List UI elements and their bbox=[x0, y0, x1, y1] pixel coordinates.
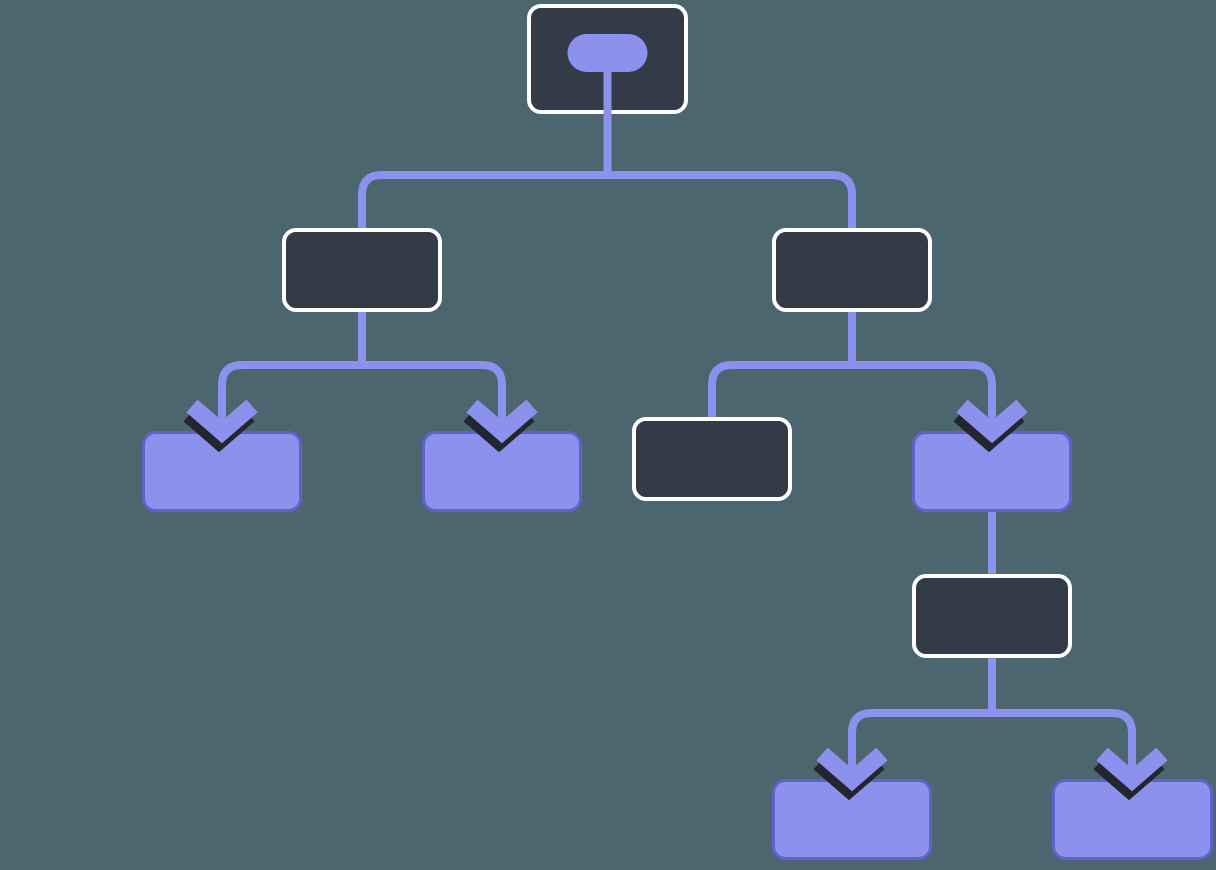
sub-branch-node[interactable] bbox=[912, 574, 1072, 658]
connector-branch-left-to-leaf-1-arrowhead bbox=[183, 399, 258, 453]
connector-branch-left-to-leaf-1[interactable] bbox=[218, 361, 362, 438]
arrow-chevron-icon bbox=[816, 747, 888, 792]
connector-branch-right-to-mid-purple-arrowhead bbox=[953, 399, 1028, 453]
connector-branch-right-to-mid-purple[interactable] bbox=[852, 361, 996, 438]
connector-branch-right-to-empty-node[interactable] bbox=[708, 361, 852, 419]
arrow-layer bbox=[183, 399, 1168, 801]
connector-sub-branch-to-leaf-4[interactable] bbox=[992, 709, 1136, 786]
connector-branch-left-to-leaf-2-arrowhead bbox=[463, 399, 538, 453]
connector-root-to-branch-left[interactable] bbox=[358, 171, 608, 312]
sub-branch-node-surface bbox=[912, 574, 1072, 658]
connector-sub-branch-to-leaf-3-arrowhead bbox=[813, 747, 888, 801]
root-pill-marker bbox=[567, 34, 648, 72]
arrow-chevron-icon bbox=[956, 399, 1028, 444]
branch-node-right-surface bbox=[772, 228, 932, 312]
node-layer bbox=[142, 4, 1213, 860]
connector-sub-branch-to-leaf-4-arrowhead bbox=[1093, 747, 1168, 801]
empty-node[interactable] bbox=[632, 417, 792, 501]
branch-node-left[interactable] bbox=[282, 228, 442, 312]
arrow-chevron-icon bbox=[1096, 747, 1168, 792]
connector-sub-branch-to-leaf-3[interactable] bbox=[848, 709, 992, 786]
branch-node-left-surface bbox=[282, 228, 442, 312]
empty-node-surface bbox=[632, 417, 792, 501]
branch-node-right[interactable] bbox=[772, 228, 932, 312]
connector-root-to-branch-right[interactable] bbox=[607, 171, 856, 312]
arrow-chevron-icon bbox=[466, 399, 538, 444]
connector-branch-left-to-leaf-2[interactable] bbox=[362, 361, 506, 438]
arrow-chevron-icon bbox=[186, 399, 258, 444]
